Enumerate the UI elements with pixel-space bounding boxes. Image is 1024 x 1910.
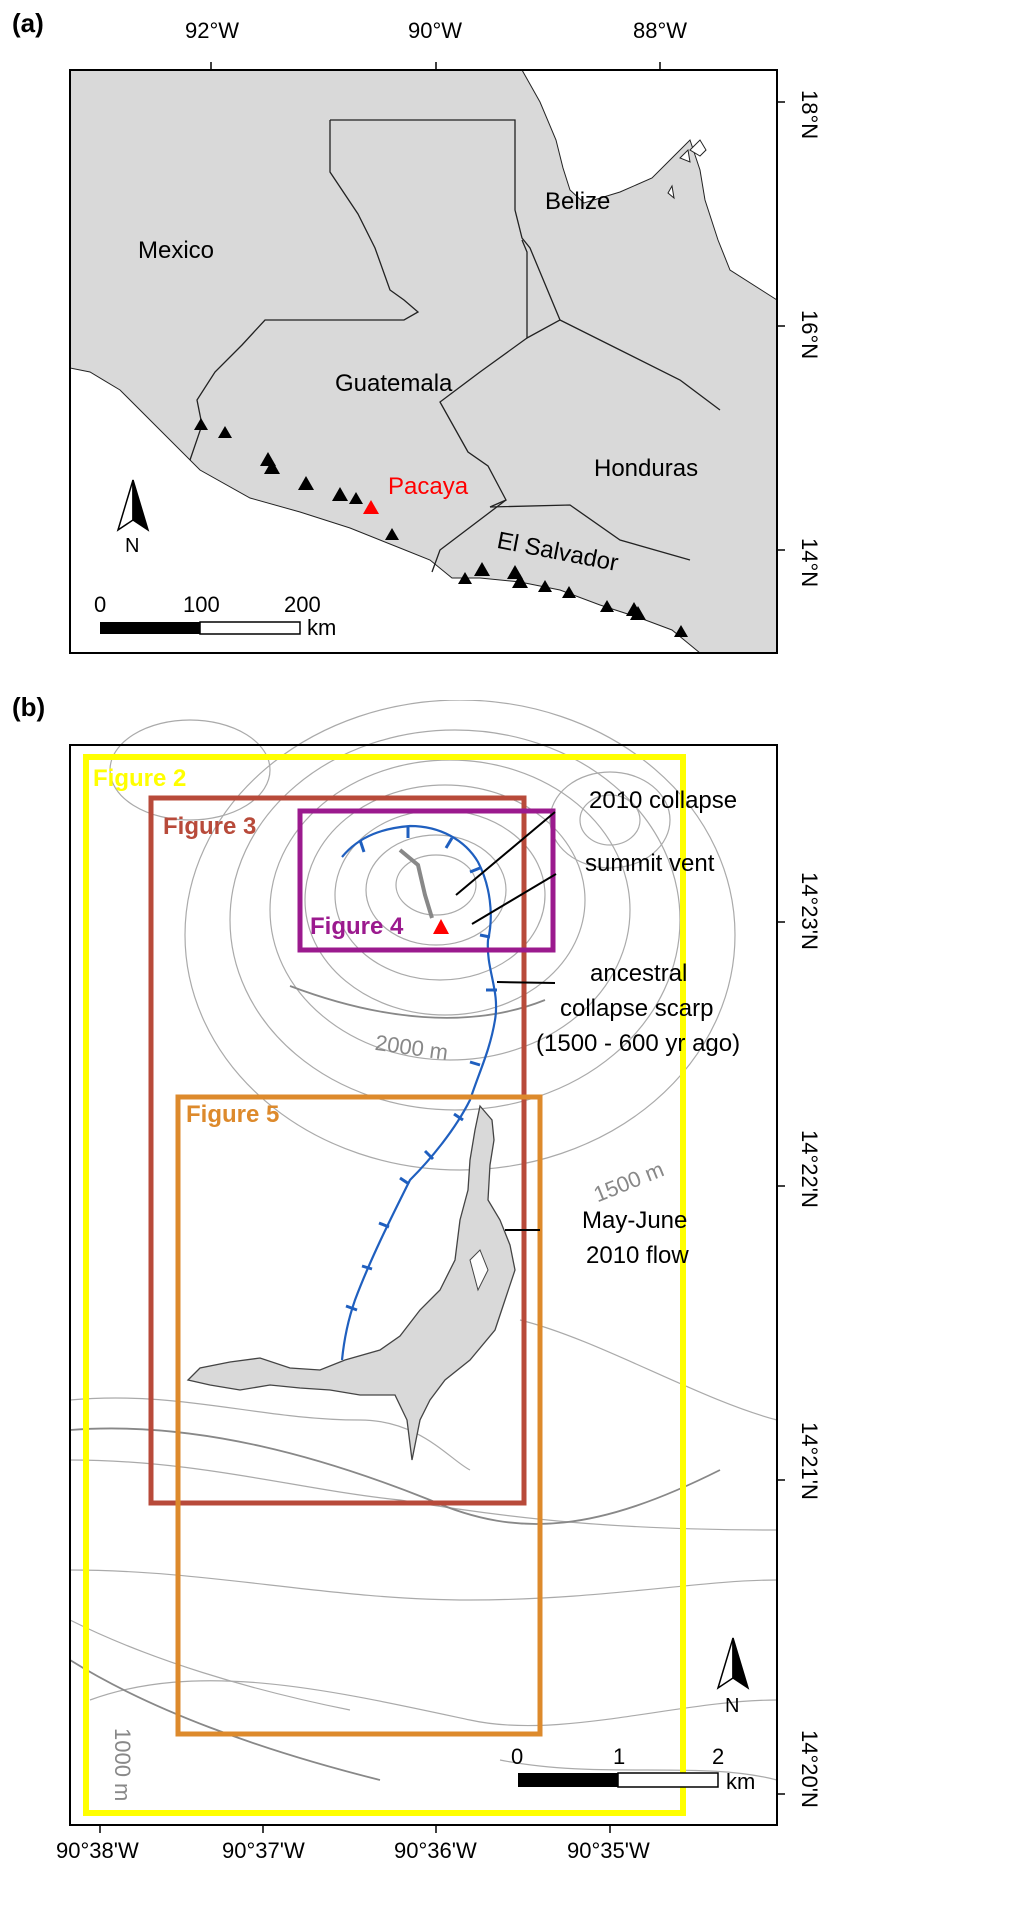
- annotation-collapse-scarp: collapse scarp: [560, 995, 714, 1022]
- pacaya-marker: [363, 500, 379, 514]
- north-label-b: N: [725, 1695, 740, 1717]
- country-label-mexico: Mexico: [138, 237, 215, 264]
- scale-tick-2-b: 2: [712, 1744, 725, 1769]
- country-label-belize: Belize: [545, 188, 611, 215]
- lava-flow-2010: [186, 1104, 516, 1461]
- lon-tick-90-35w: 90°35'W: [567, 1838, 650, 1863]
- annotation-ancestral: ancestral: [590, 960, 688, 987]
- annotation-2010-flow: 2010 flow: [586, 1242, 689, 1269]
- figure-2-label: Figure 2: [93, 765, 187, 792]
- ancestral-scarp: [340, 824, 498, 1361]
- panel-b-label: (b): [12, 692, 46, 722]
- lon-tick-90-37w: 90°37'W: [222, 1838, 305, 1863]
- contour-label-1000m: 1000 m: [110, 1728, 135, 1802]
- figure-3-box: [148, 795, 527, 1506]
- scale-unit-a: km: [307, 615, 337, 640]
- north-arrow-a: [116, 479, 150, 532]
- lon-tick-90-38w: 90°38'W: [56, 1838, 139, 1863]
- figure-4-box: [297, 808, 556, 953]
- figure-2-box: [83, 754, 686, 1816]
- lat-tick-14-21n: 14°21'N: [797, 1422, 822, 1500]
- lon-tick-88w: 88°W: [633, 18, 688, 43]
- scale-tick-100-a: 100: [183, 592, 220, 617]
- annotation-scarp-age: (1500 - 600 yr ago): [536, 1030, 741, 1057]
- volcano-markers: [194, 418, 688, 637]
- north-label-a: N: [125, 535, 140, 557]
- scale-bar-a: [100, 621, 301, 635]
- north-arrow-b: [716, 1637, 750, 1690]
- summit-vent-marker: [433, 919, 449, 934]
- country-label-honduras: Honduras: [594, 455, 699, 482]
- figure-5-box: [175, 1094, 543, 1737]
- scale-unit-b: km: [726, 1769, 756, 1794]
- annotation-2010-collapse: 2010 collapse: [589, 787, 738, 814]
- figure-4-label: Figure 4: [310, 913, 404, 940]
- figure-3-label: Figure 3: [163, 813, 257, 840]
- contour-lines: [69, 700, 778, 1781]
- figure-5-label: Figure 5: [186, 1101, 280, 1128]
- lon-tick-90w: 90°W: [408, 18, 463, 43]
- scale-tick-1-b: 1: [613, 1744, 626, 1769]
- detail-map: [69, 700, 785, 1833]
- pacaya-label: Pacaya: [388, 473, 469, 500]
- lat-tick-14-22n: 14°22'N: [797, 1130, 822, 1208]
- lat-tick-14-20n: 14°20'N: [797, 1730, 822, 1808]
- country-label-guatemala: Guatemala: [335, 370, 453, 397]
- annotation-may-june: May-June: [582, 1207, 688, 1234]
- scale-bar-b: [518, 1772, 719, 1788]
- lon-tick-90-36w: 90°36'W: [394, 1838, 477, 1863]
- lon-tick-92w: 92°W: [185, 18, 240, 43]
- lat-tick-14-23n: 14°23'N: [797, 872, 822, 950]
- scale-tick-0-b: 0: [511, 1744, 524, 1769]
- annotation-summit-vent: summit vent: [585, 850, 715, 877]
- panel-a-label: (a): [12, 8, 44, 38]
- land-mass: [69, 69, 778, 654]
- scale-tick-0-a: 0: [94, 592, 107, 617]
- scale-tick-200-a: 200: [284, 592, 321, 617]
- location-map: [69, 62, 785, 654]
